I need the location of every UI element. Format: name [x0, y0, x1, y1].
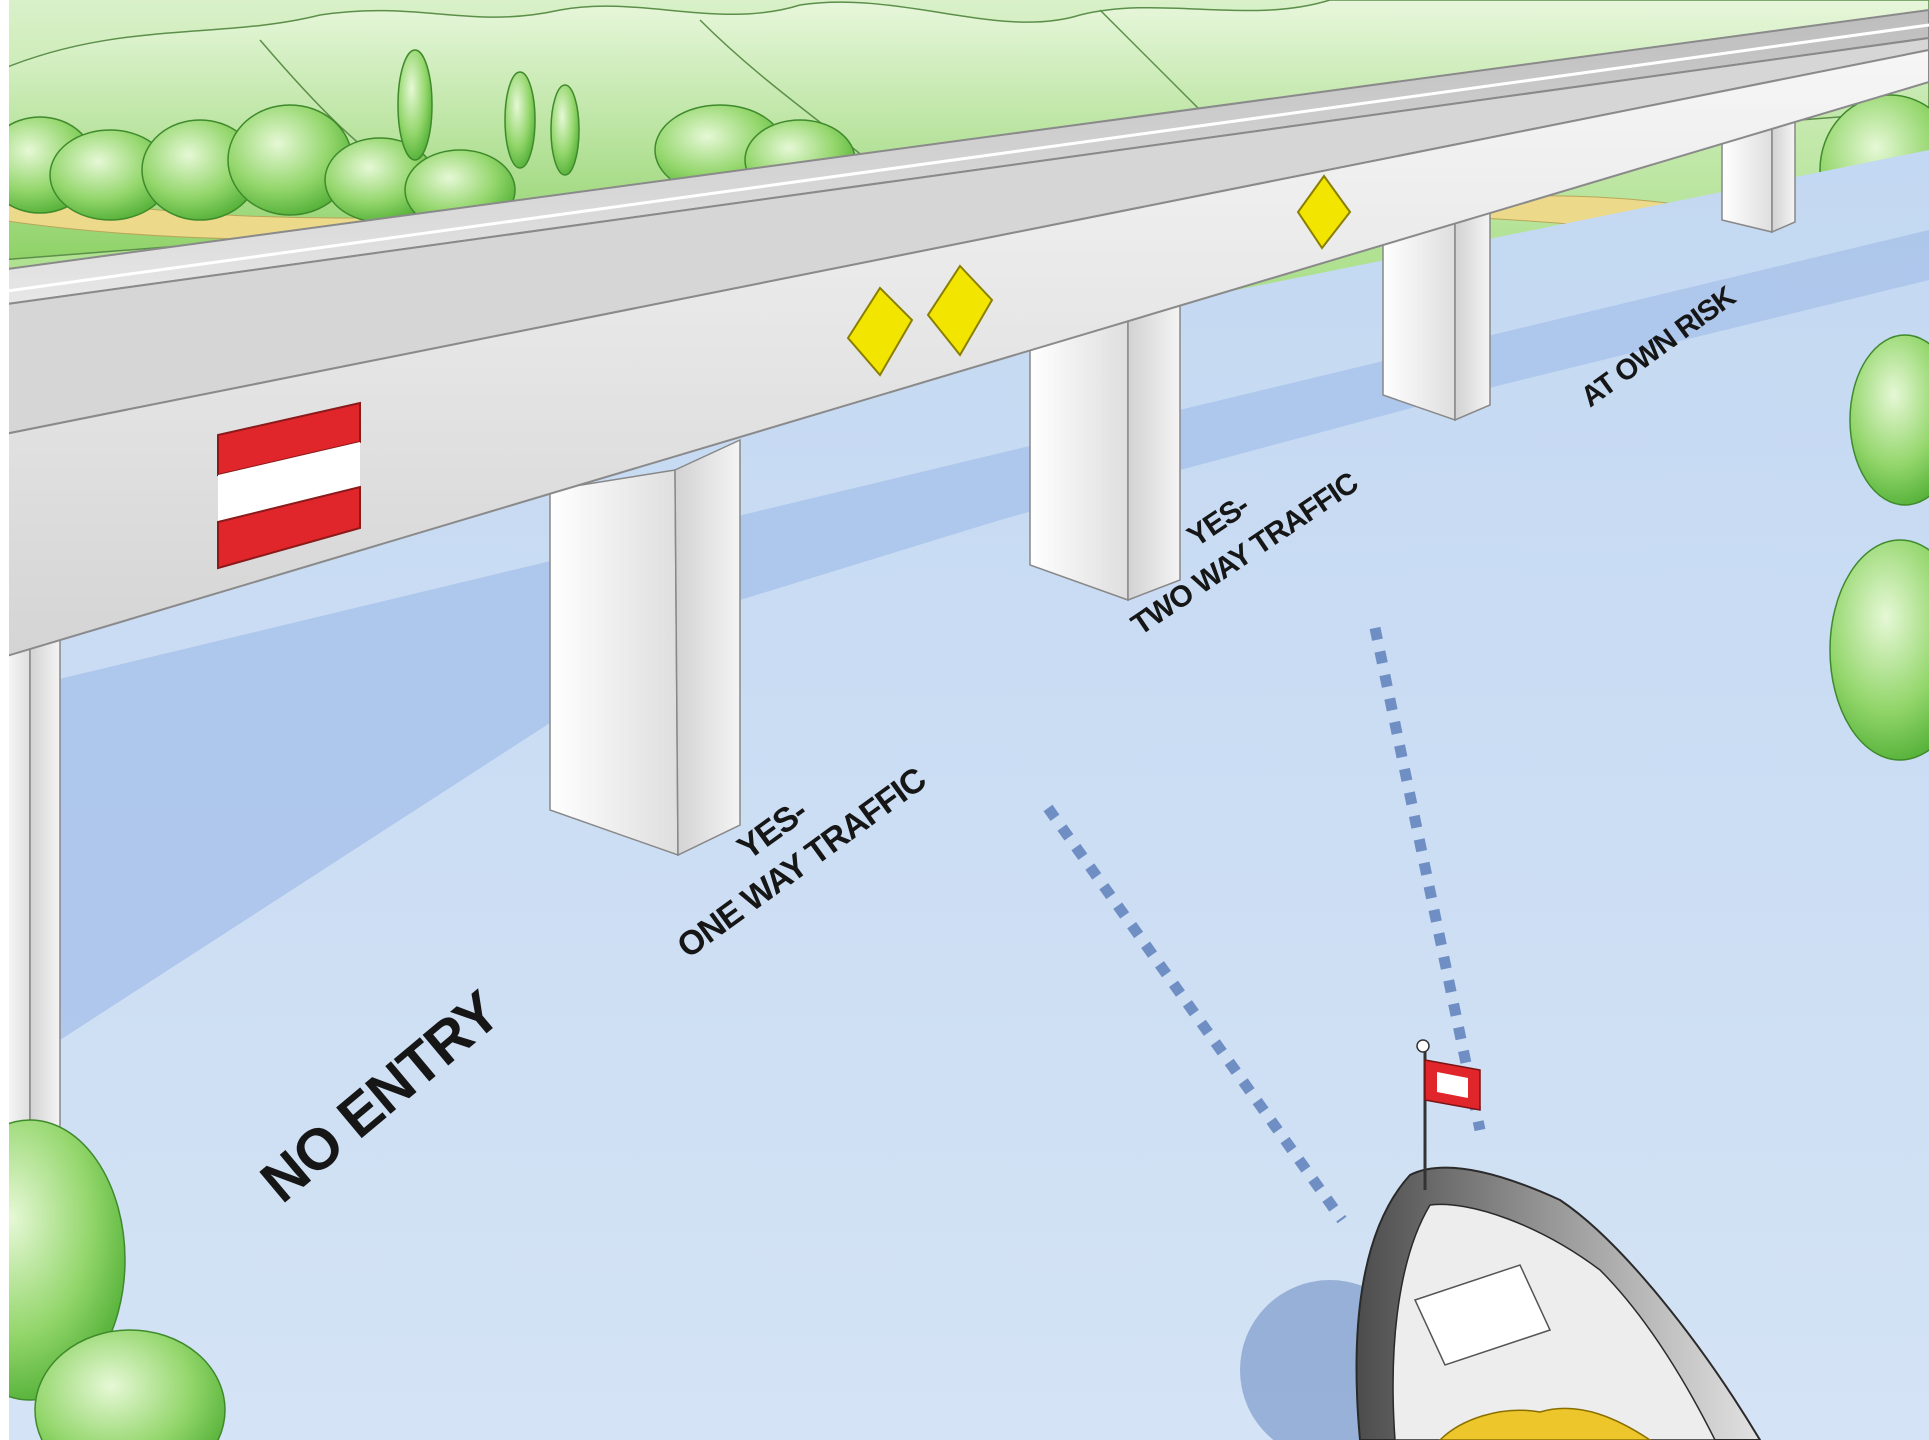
poplar-tree	[505, 72, 535, 168]
poplar-tree	[398, 50, 432, 160]
poplar-tree	[551, 85, 579, 175]
flag-pole-top	[1417, 1040, 1429, 1052]
left-border	[0, 0, 9, 1440]
pier-2	[550, 440, 740, 855]
